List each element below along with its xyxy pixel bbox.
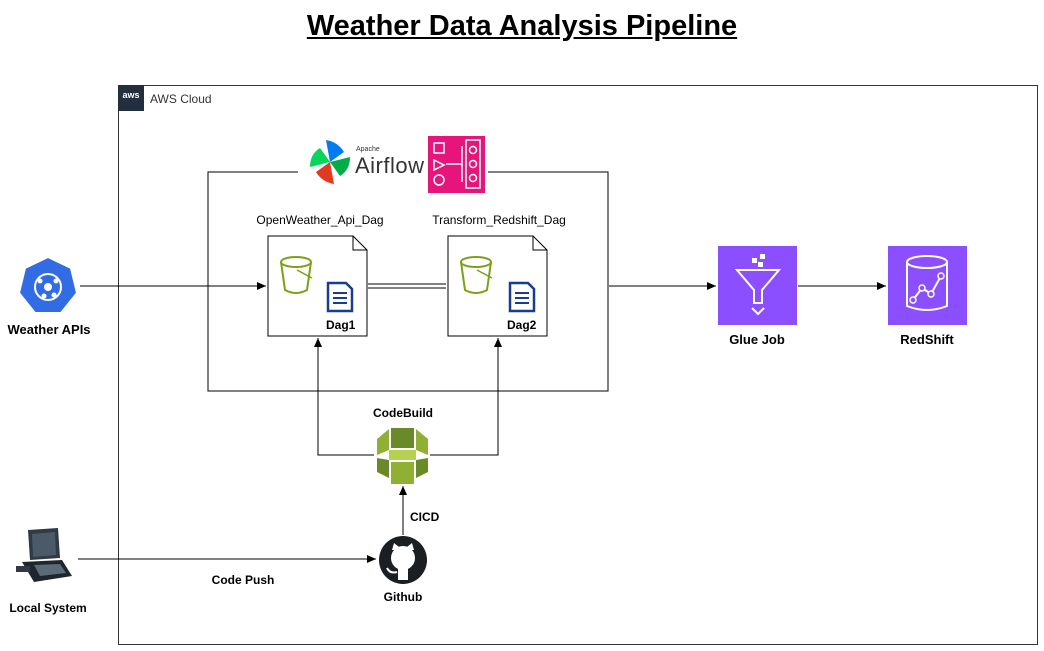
dag2-file-label: Dag2 (507, 318, 537, 332)
aws-logo-icon: aws (118, 85, 144, 111)
computer-icon (16, 528, 72, 582)
s3-bucket-icon (460, 256, 493, 294)
codebuild-label: CodeBuild (373, 406, 433, 420)
github-label: Github (383, 590, 423, 604)
aws-cloud-label: AWS Cloud (150, 92, 212, 106)
codebuild-icon (377, 428, 428, 484)
local-system-label: Local System (9, 601, 87, 615)
edge-codebuild-to-dag2 (430, 338, 502, 456)
document-icon (326, 281, 354, 313)
dag2-name: Transform_Redshift_Dag (432, 213, 566, 227)
github-icon (379, 536, 427, 584)
code-push-edge-label: Code Push (211, 573, 275, 587)
aws-cloud-group (118, 85, 1038, 645)
redshift-icon (888, 246, 967, 325)
dag1-name: OpenWeather_Api_Dag (256, 213, 384, 227)
mwaa-icon (428, 136, 485, 193)
airflow-wordmark: Airflow (355, 153, 425, 178)
document-icon (508, 281, 536, 313)
dag1-file-label: Dag1 (326, 318, 356, 332)
cicd-edge-label: CICD (410, 510, 440, 524)
edge-codebuild-to-dag1 (314, 338, 374, 456)
glue-job-label: Glue Job (729, 332, 785, 347)
weather-apis-icon (17, 255, 79, 314)
diagram-title: Weather Data Analysis Pipeline (306, 10, 738, 42)
airflow-logo-icon (310, 140, 350, 184)
airflow-group-frame (207, 171, 609, 392)
s3-bucket-icon (280, 256, 313, 294)
airflow-apache-label: Apache (356, 146, 380, 153)
glue-job-icon (718, 246, 797, 325)
weather-apis-label: Weather APIs (7, 322, 91, 337)
redshift-label: RedShift (900, 332, 954, 347)
